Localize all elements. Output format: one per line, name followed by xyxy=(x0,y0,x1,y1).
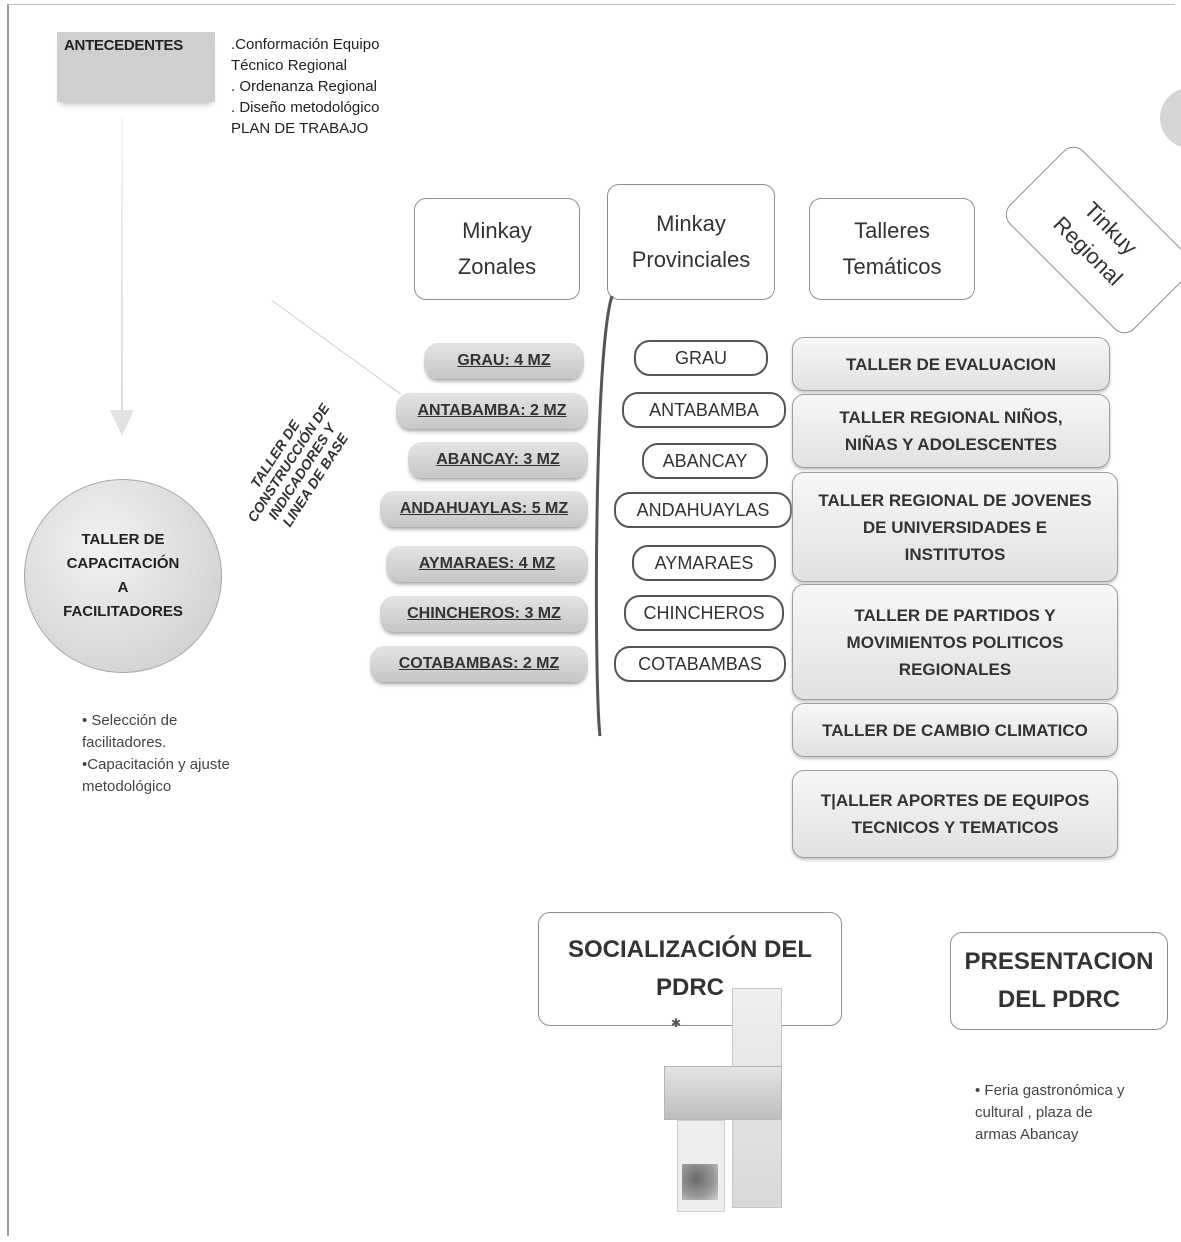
zonal-item-aymaraes: AYMARAES: 4 MZ xyxy=(386,546,588,582)
taller-aportes-equipos: T|ALLER APORTES DE EQUIPOS TECNICOS Y TE… xyxy=(792,770,1118,858)
capacitacion-note: facilitadores. xyxy=(82,734,167,751)
zonal-item-chincheros: CHINCHEROS: 3 MZ xyxy=(380,596,588,632)
header-minkay-zonales: Minkay Zonales xyxy=(414,198,580,300)
page-frame xyxy=(7,4,1175,1236)
antecedentes-item: . Diseño metodológico xyxy=(231,99,380,116)
zonal-item-abancay: ABANCAY: 3 MZ xyxy=(408,442,588,478)
document-photo-image xyxy=(682,1164,718,1200)
provincial-item-grau: GRAU xyxy=(634,340,768,376)
down-arrow-shaft xyxy=(121,118,123,418)
zonal-item-antabamba: ANTABAMBA: 2 MZ xyxy=(396,393,588,429)
taller-evaluacion: TALLER DE EVALUACION xyxy=(792,337,1110,391)
capacitacion-oval: TALLER DE CAPACITACIÓN A FACILITADORES xyxy=(24,479,222,673)
antecedentes-item: . Ordenanza Regional xyxy=(231,78,377,95)
header-minkay-provinciales: Minkay Provinciales xyxy=(607,184,775,300)
provincial-item-cotabambas: COTABAMBAS xyxy=(614,646,786,682)
antecedentes-list: .Conformación Equipo Técnico Regional . … xyxy=(231,34,379,139)
presentacion-note: armas Abancay xyxy=(975,1126,1079,1143)
zonal-item-cotabambas: COTABAMBAS: 2 MZ xyxy=(370,646,588,682)
antecedentes-item: Técnico Regional xyxy=(231,57,347,74)
taller-partidos-politicos: TALLER DE PARTIDOS Y MOVIMIENTOS POLITIC… xyxy=(792,584,1118,700)
taller-jovenes-universidades: TALLER REGIONAL DE JOVENES DE UNIVERSIDA… xyxy=(792,472,1118,582)
presentacion-pdrc-box: PRESENTACION DEL PDRC xyxy=(950,932,1168,1030)
partial-circle-decoration xyxy=(1160,88,1181,148)
asterisk-mark: ✱ xyxy=(671,1016,682,1030)
capacitacion-notes: • Selección de facilitadores. •Capacitac… xyxy=(82,710,230,798)
provincial-item-chincheros: CHINCHEROS xyxy=(624,595,784,631)
capacitacion-label: TALLER DE CAPACITACIÓN A FACILITADORES xyxy=(63,531,183,620)
down-arrow-icon xyxy=(110,410,134,436)
header-talleres-tematicos: Talleres Temáticos xyxy=(809,198,975,300)
brace-divider xyxy=(594,295,614,737)
presentacion-notes: • Feria gastronómica y cultural , plaza … xyxy=(975,1080,1124,1146)
provincial-item-antabamba: ANTABAMBA xyxy=(622,392,786,428)
capacitacion-note: metodológico xyxy=(82,778,172,795)
antecedentes-box xyxy=(57,32,215,102)
zonal-item-grau: GRAU: 4 MZ xyxy=(424,343,584,379)
presentacion-note: cultural , plaza de xyxy=(975,1104,1093,1121)
antecedentes-title: ANTECEDENTES xyxy=(64,37,183,54)
presentacion-note: • Feria gastronómica y xyxy=(975,1082,1125,1099)
provincial-item-abancay: ABANCAY xyxy=(642,443,768,479)
provincial-item-andahuaylas: ANDAHUAYLAS xyxy=(614,492,792,528)
document-banner-image xyxy=(664,1066,782,1120)
taller-cambio-climatico: TALLER DE CAMBIO CLIMATICO xyxy=(792,703,1118,757)
zonal-item-andahuaylas: ANDAHUAYLAS: 5 MZ xyxy=(380,491,588,527)
capacitacion-note: •Capacitación y ajuste xyxy=(82,756,230,773)
antecedentes-item: PLAN DE TRABAJO xyxy=(231,120,369,137)
socializacion-pdrc-box: SOCIALIZACIÓN DEL PDRC xyxy=(538,912,842,1026)
provincial-item-aymaraes: AYMARAES xyxy=(632,545,776,581)
antecedentes-item: .Conformación Equipo xyxy=(231,36,380,53)
taller-ninos-adolescentes: TALLER REGIONAL NIÑOS, NIÑAS Y ADOLESCEN… xyxy=(792,394,1110,468)
capacitacion-note: • Selección de xyxy=(82,712,178,729)
